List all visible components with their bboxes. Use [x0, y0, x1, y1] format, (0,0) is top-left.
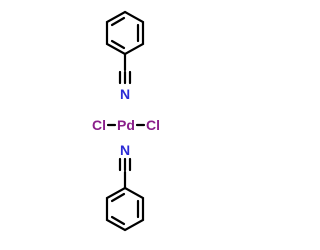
structure-canvas: N Cl Pd Cl N [92, 10, 160, 232]
bottom-triple-bond [118, 157, 132, 172]
left-chlorine-label: Cl [92, 117, 106, 133]
molecule-structure: N Cl Pd Cl N [92, 10, 160, 232]
pdcl2-center: Cl Pd Cl [92, 117, 160, 133]
top-triple-bond [118, 70, 132, 85]
right-chlorine-label: Cl [146, 117, 160, 133]
top-benzonitrile: N [105, 10, 145, 102]
bottom-ring-outline [105, 186, 145, 232]
bottom-ring-double-3 [110, 215, 126, 226]
palladium-label: Pd [117, 117, 135, 133]
bottom-benzonitrile: N [105, 142, 145, 232]
bottom-ring-double-1 [110, 192, 126, 203]
bottom-benzene-ring [105, 186, 145, 232]
top-ring-double-1 [110, 16, 126, 27]
top-nitrogen-label: N [120, 86, 130, 102]
top-benzene-ring [105, 10, 145, 56]
bottom-nitrogen-label: N [120, 142, 130, 158]
top-ring-double-3 [110, 39, 126, 50]
